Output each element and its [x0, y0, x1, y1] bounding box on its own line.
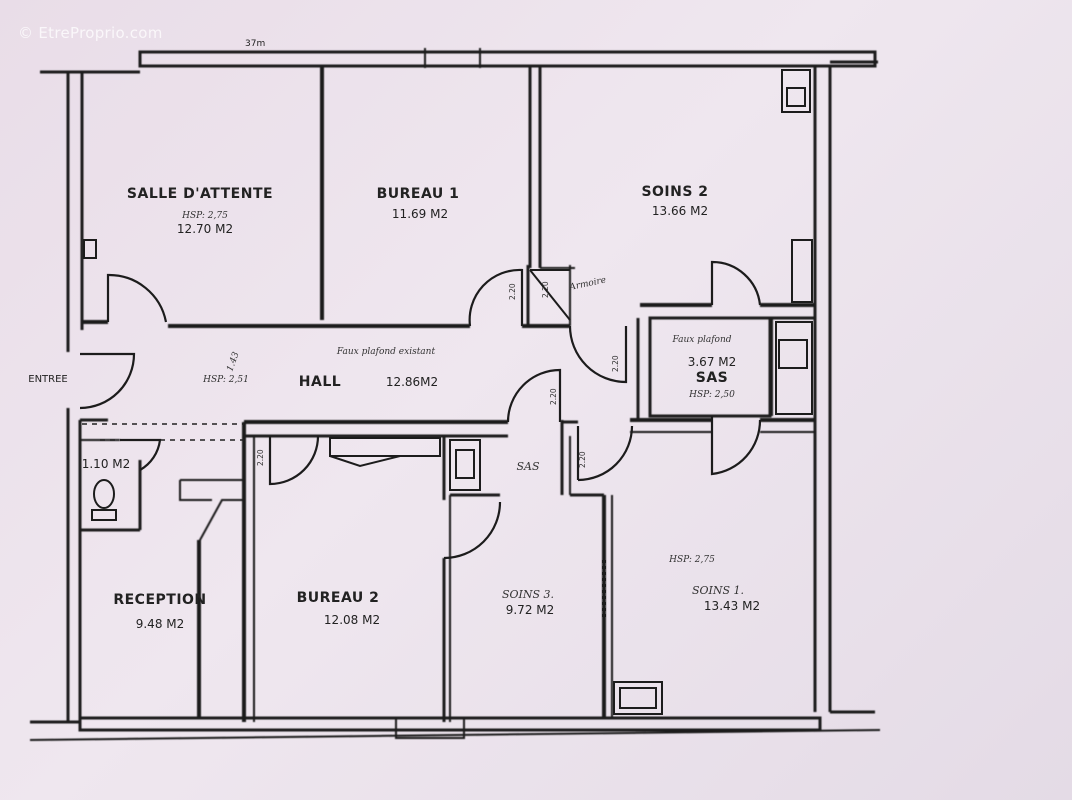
sas-right-area: 3.67 M2 [688, 355, 737, 369]
hall-note: Faux plafond existant [336, 347, 436, 357]
bureau1-area: 11.69 M2 [392, 207, 448, 221]
salle-attente-name: SALLE D'ATTENTE [127, 186, 273, 202]
sink-soins1 [613, 681, 663, 715]
top-outer-wall [138, 50, 877, 68]
reception-name: RECEPTION [113, 592, 206, 608]
bureau2-fixture [329, 437, 441, 457]
wc-area: 1.10 M2 [82, 457, 131, 471]
door-sas-mid [506, 368, 562, 423]
soins1-name: SOINS 1. [692, 584, 744, 597]
door-soins1 [577, 425, 634, 482]
reception-area: 9.48 M2 [136, 617, 185, 631]
door-dim-5: 2.20 [578, 451, 587, 468]
sink-sas [775, 321, 813, 415]
soins2-area: 13.66 M2 [652, 204, 708, 218]
hall-dim: 1.43 [225, 351, 241, 374]
sink-sas-mid [449, 439, 481, 491]
sas-right-hsp: HSP: 2,50 [688, 390, 735, 400]
door-salle-attente [106, 273, 168, 323]
door-hall-sas [568, 325, 628, 384]
soins3-name: SOINS 3. [502, 588, 554, 601]
hall-hsp: HSP: 2,51 [202, 375, 249, 385]
toilet [93, 479, 115, 509]
counter-soins2 [791, 239, 813, 303]
salle-fixture [83, 239, 97, 259]
door-sas-soins1 [710, 416, 762, 476]
sas-right-name: SAS [696, 370, 729, 386]
salle-attente-hsp: HSP: 2,75 [181, 211, 228, 221]
door-bureau2 [268, 435, 320, 486]
door-dim-2: 2.20 [611, 355, 620, 372]
fixtures [83, 69, 813, 715]
bureau2-name: BUREAU 2 [297, 590, 380, 606]
door-swings [79, 260, 762, 560]
soins1-hsp: HSP: 2,75 [668, 555, 715, 565]
sas-right-note: Faux plafond [671, 335, 731, 345]
sas-right-walls [648, 316, 772, 418]
sas-mid-name: SAS [516, 460, 539, 473]
armoire-label: Armoire [568, 275, 608, 293]
door-dim-3: 2.20 [549, 388, 558, 405]
hall-name: HALL [299, 374, 341, 390]
door-soins3 [443, 501, 502, 560]
soins3-area: 9.72 M2 [506, 603, 555, 617]
door-soins2-sas [710, 260, 762, 306]
door-dim-4: 2.20 [256, 449, 265, 466]
walls [29, 48, 881, 741]
entrance-label: ENTREE [28, 374, 68, 385]
bureau2-area: 12.08 M2 [324, 613, 380, 627]
watermark: © EtreProprio.com [18, 24, 163, 42]
soins2-name: SOINS 2 [641, 184, 708, 200]
door-dim-1: 2.20 [508, 283, 517, 300]
door-wc [120, 438, 162, 471]
salle-attente-area: 12.70 M2 [177, 222, 233, 236]
hall-area: 12.86M2 [386, 375, 438, 389]
door-bureau1 [468, 268, 524, 327]
top-scribble: 37m [245, 39, 265, 49]
bureau1-name: BUREAU 1 [377, 186, 460, 202]
door-dim-6: 2.20 [541, 281, 550, 298]
soins1-area: 13.43 M2 [704, 599, 760, 613]
room-labels: 37m SALLE D'ATTENTE HSP: 2,75 12.70 M2 B… [28, 39, 760, 631]
sink-soins2 [781, 69, 811, 113]
door-entrance [79, 352, 136, 410]
